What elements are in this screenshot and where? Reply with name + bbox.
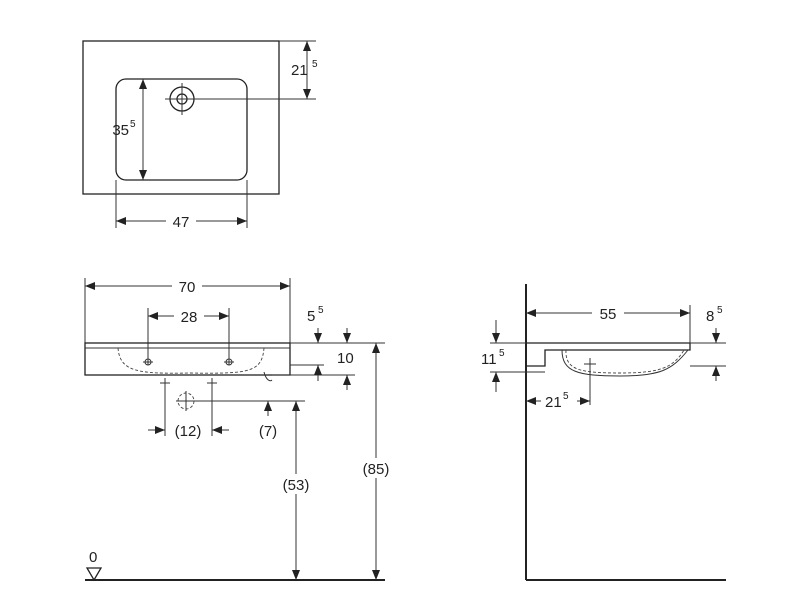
tap-holes-front [143, 358, 234, 366]
front-rim-top-label: 5 [307, 308, 315, 325]
front-drain-offset-label: (12) [175, 423, 202, 440]
front-drain-height-label: (53) [283, 477, 310, 494]
front-hole-spacing-label: 28 [181, 309, 198, 326]
front-rim-height-label: 10 [337, 350, 354, 367]
bowl-depth-dimension [139, 79, 147, 180]
top-bowl-width-label: 47 [173, 214, 190, 231]
front-floor-label: 0 [89, 549, 97, 566]
floor-level-marker [85, 567, 103, 582]
side-drain-depth-label: 21 [545, 394, 562, 411]
front-drain-level-label: (7) [259, 423, 277, 440]
drain-offset-dimension [148, 426, 229, 434]
front-total-height-label: (85) [363, 461, 390, 478]
side-rim-offset-sup: 5 [717, 305, 723, 316]
top-bowl-depth-label: 35 [112, 122, 129, 139]
washbasin-profile-side [526, 342, 691, 367]
top-bowl-depth-sup: 5 [130, 119, 136, 130]
side-height-sup: 5 [499, 348, 505, 359]
top-depth-sup: 5 [312, 59, 318, 70]
top-view: 21 5 35 5 47 [82, 40, 318, 231]
rim-top-dimension [314, 328, 322, 381]
tap-hole [165, 83, 199, 115]
side-rim-offset-dimension [712, 328, 720, 381]
washbasin-body-front [84, 342, 291, 376]
bowl-hidden-line [117, 347, 265, 374]
drain-symbol [160, 378, 217, 411]
side-height-dimension [492, 320, 500, 392]
bowl-outline-top [115, 78, 248, 181]
front-view: 70 28 [84, 276, 396, 582]
side-height-label: 11 [481, 351, 497, 368]
side-view: 55 8 5 11 5 21 5 [481, 284, 726, 581]
drain-level-dimension [264, 401, 272, 416]
washbasin-outline-top [82, 40, 280, 195]
front-rim-top-sup: 5 [318, 305, 324, 316]
front-width-label: 70 [179, 279, 196, 296]
depth-dimension [303, 41, 311, 99]
top-depth-label: 21 [291, 62, 308, 79]
side-depth-label: 55 [600, 306, 617, 323]
side-rim-offset-label: 8 [706, 308, 714, 325]
side-drain-depth-sup: 5 [563, 391, 569, 402]
rim-height-dimension [343, 328, 351, 390]
